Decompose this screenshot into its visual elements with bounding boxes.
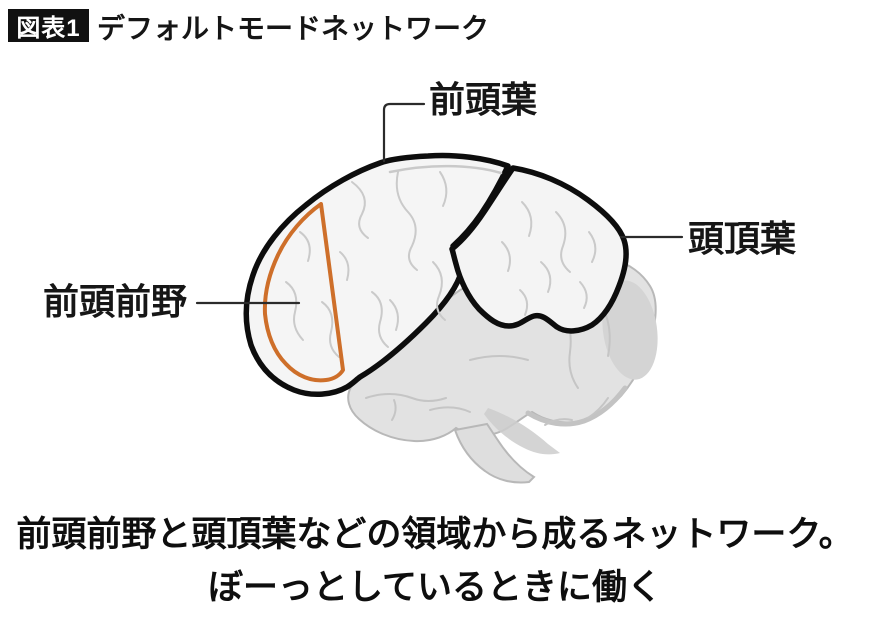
frontal-leader-line	[382, 102, 426, 163]
occipital-shade	[602, 280, 658, 380]
cerebellum-band	[525, 385, 628, 427]
brain-stem	[453, 422, 536, 484]
parietal-lobe-label: 頭頂葉	[688, 218, 797, 259]
sulci-parietal	[501, 201, 597, 316]
inner-top-arc	[388, 164, 503, 175]
sulci-frontal	[285, 171, 448, 358]
leader-lines	[195, 102, 684, 305]
caption-line-2: ぼーっとしているときに働く	[208, 567, 662, 607]
figure-title: デフォルトモードネットワーク	[97, 12, 490, 44]
brain-shading	[484, 280, 658, 455]
caption-line-1: 前頭前野と頭頂葉などの領域から成るネットワーク。	[16, 515, 854, 554]
prefrontal-cortex-label: 前頭前野	[43, 281, 188, 322]
figure-number-badge: 図表1	[8, 9, 89, 42]
frontal-lobe-label: 前頭葉	[429, 79, 538, 120]
temporal-cerebellum-shade	[484, 408, 560, 455]
prefrontal-highlight-outline	[262, 202, 345, 383]
figure-caption: 前頭前野と頭頂葉などの領域から成るネットワーク。 ぼーっとしているときに働く	[0, 509, 870, 614]
